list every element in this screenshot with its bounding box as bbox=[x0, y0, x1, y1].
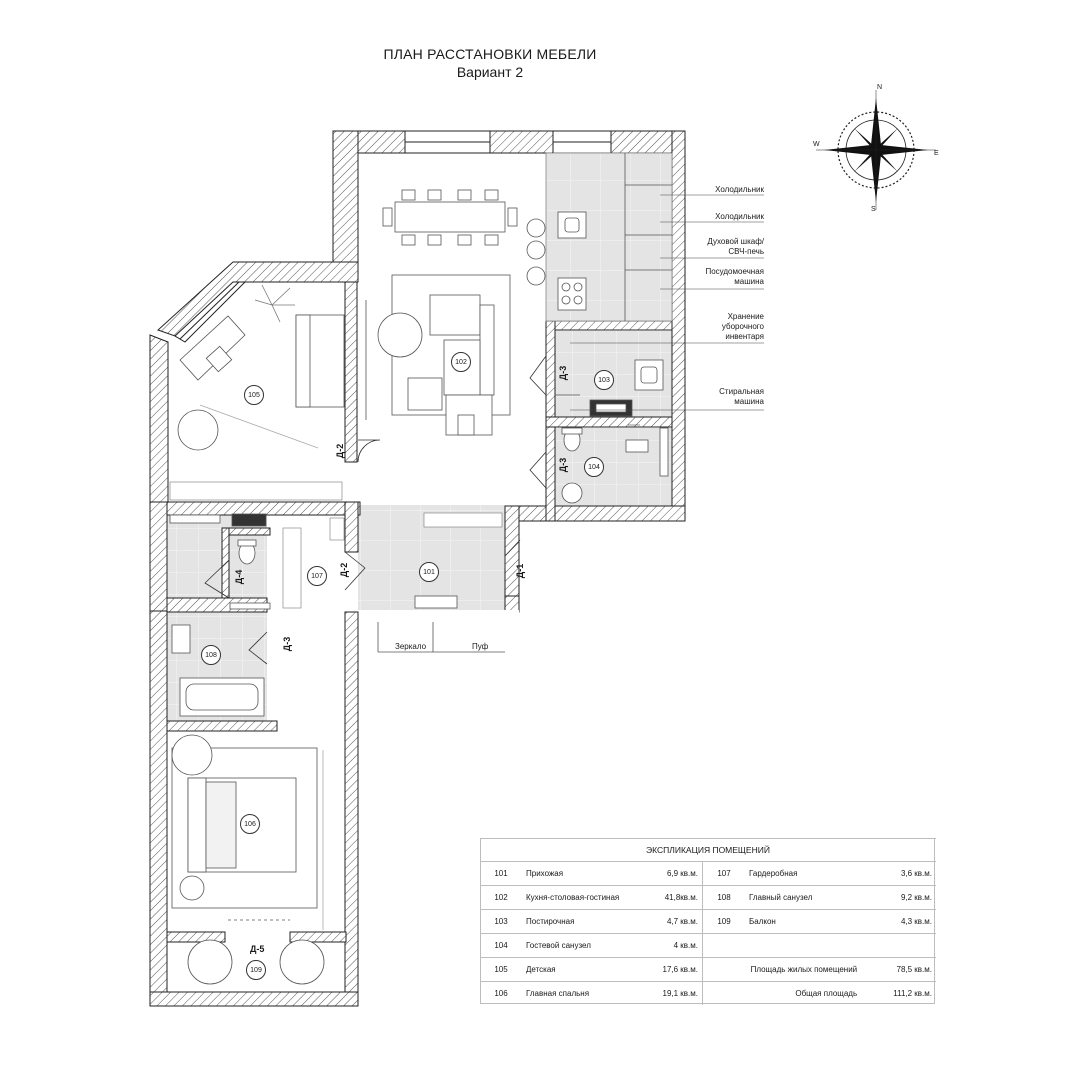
room-num-cell: 102 bbox=[480, 885, 522, 910]
living-furniture bbox=[365, 274, 511, 436]
table-row: 106 Главная спальня 19,1 кв.м. Общая пло… bbox=[480, 981, 936, 1005]
room-name-cell: Главная спальня bbox=[522, 981, 650, 1005]
room-number-106: 106 bbox=[240, 814, 260, 834]
room-name-cell: Балкон bbox=[745, 909, 862, 934]
door-label-d2-kids: Д-2 bbox=[335, 443, 346, 459]
door-label-d4: Д-4 bbox=[234, 569, 245, 585]
table-row: 105 Детская 17,6 кв.м. Площадь жилых пом… bbox=[480, 957, 936, 982]
total-area-label: Общая площадь bbox=[702, 981, 862, 1005]
laundry-fixtures bbox=[555, 359, 664, 417]
room-area-cell: 41,8кв.м. bbox=[650, 885, 703, 910]
door-label-d5: Д-5 bbox=[250, 944, 265, 954]
compass-rose-icon bbox=[816, 90, 936, 210]
annotation-mirror: Зеркало bbox=[395, 642, 427, 651]
room-area-cell: 17,6 кв.м. bbox=[650, 957, 703, 982]
room-area-cell: 4 кв.м. bbox=[650, 933, 703, 958]
compass-south-label: S bbox=[871, 206, 876, 213]
door-label-d3-bathroom: Д-3 bbox=[282, 636, 293, 652]
room-number-104: 104 bbox=[584, 457, 604, 477]
annotation-oven: Духовой шкаф/ СВЧ-печь bbox=[707, 237, 764, 256]
room-num-cell: 109 bbox=[702, 909, 745, 934]
room-num-cell: 108 bbox=[702, 885, 745, 910]
room-number-108: 108 bbox=[201, 645, 221, 665]
bathroom-fixtures bbox=[169, 513, 271, 717]
room-name-cell: Постирочная bbox=[522, 909, 650, 934]
bedroom-furniture bbox=[171, 734, 324, 930]
total-area-value: 111,2 кв.м. bbox=[861, 981, 936, 1005]
guest-bath-fixtures bbox=[561, 427, 669, 504]
page-subtitle: Вариант 2 bbox=[456, 64, 524, 80]
room-area-cell: 9,2 кв.м. bbox=[861, 885, 936, 910]
wardrobe-strips bbox=[169, 481, 503, 609]
living-area-value: 78,5 кв.м. bbox=[861, 957, 936, 982]
door-label-d3-laundry: Д-3 bbox=[558, 365, 569, 381]
room-area-cell: 6,9 кв.м. bbox=[650, 861, 703, 886]
room-number-103: 103 bbox=[594, 370, 614, 390]
room-area-cell: 4,3 кв.м. bbox=[861, 909, 936, 934]
balcony-furniture bbox=[187, 919, 325, 985]
room-num-cell: 101 bbox=[480, 861, 522, 886]
door-label-d3-guest-bath: Д-3 bbox=[558, 457, 569, 473]
door-label-d2-wardrobe: Д-2 bbox=[339, 562, 350, 578]
annotation-washer: Стиральная машина bbox=[719, 387, 764, 406]
annotation-storage: Хранение уборочного инвентаря bbox=[721, 312, 764, 341]
kitchen-fixtures bbox=[526, 152, 673, 322]
room-num-cell: 103 bbox=[480, 909, 522, 934]
compass-north-label: N bbox=[877, 84, 883, 91]
room-name-cell: Кухня-столовая-гостиная bbox=[522, 885, 650, 910]
room-name-cell: Главный санузел bbox=[745, 885, 862, 910]
explication-header: ЭКСПЛИКАЦИЯ ПОМЕЩЕНИЙ bbox=[480, 838, 936, 862]
room-num-cell: 107 bbox=[702, 861, 745, 886]
kids-room-furniture bbox=[177, 284, 345, 451]
room-name-cell: Детская bbox=[522, 957, 650, 982]
room-num-cell: 104 bbox=[480, 933, 522, 958]
room-number-101: 101 bbox=[419, 562, 439, 582]
room-area-cell: 4,7 кв.м. bbox=[650, 909, 703, 934]
explication-table: ЭКСПЛИКАЦИЯ ПОМЕЩЕНИЙ 101 Прихожая 6,9 к… bbox=[480, 838, 936, 1005]
walls bbox=[149, 130, 686, 1007]
windows bbox=[174, 130, 612, 343]
table-row: 102 Кухня-столовая-гостиная 41,8кв.м. 10… bbox=[480, 885, 936, 910]
empty-cell bbox=[745, 933, 862, 958]
empty-cell bbox=[861, 933, 936, 958]
room-area-cell: 3,6 кв.м. bbox=[861, 861, 936, 886]
living-area-label: Площадь жилых помещений bbox=[702, 957, 862, 982]
room-num-cell: 105 bbox=[480, 957, 522, 982]
table-row: 101 Прихожая 6,9 кв.м. 107 Гардеробная 3… bbox=[480, 861, 936, 886]
table-row: 103 Постирочная 4,7 кв.м. 109 Балкон 4,3… bbox=[480, 909, 936, 934]
annotation-fridge-2: Холодильник bbox=[715, 212, 764, 221]
table-row: 104 Гостевой санузел 4 кв.м. bbox=[480, 933, 936, 958]
annotation-pouf: Пуф bbox=[472, 642, 489, 651]
door-label-d1: Д-1 bbox=[515, 563, 526, 579]
room-name-cell: Гардеробная bbox=[745, 861, 862, 886]
annotation-dishwasher: Посудомоечная машина bbox=[705, 267, 764, 286]
room-number-109: 109 bbox=[246, 960, 266, 980]
room-number-105: 105 bbox=[244, 385, 264, 405]
room-number-102: 102 bbox=[451, 352, 471, 372]
compass-east-label: E bbox=[934, 150, 939, 157]
door-swings bbox=[204, 355, 547, 665]
page-title: ПЛАН РАССТАНОВКИ МЕБЕЛИ bbox=[383, 46, 597, 62]
room-name-cell: Прихожая bbox=[522, 861, 650, 886]
room-name-cell: Гостевой санузел bbox=[522, 933, 650, 958]
annotation-leaders bbox=[570, 194, 764, 426]
room-num-cell: 106 bbox=[480, 981, 522, 1005]
empty-cell bbox=[702, 933, 745, 958]
hall-fixtures bbox=[377, 595, 505, 653]
annotation-fridge-1: Холодильник bbox=[715, 185, 764, 194]
compass-west-label: W bbox=[813, 141, 820, 148]
room-area-cell: 19,1 кв.м. bbox=[650, 981, 703, 1005]
room-number-107: 107 bbox=[307, 566, 327, 586]
explication-header-row: ЭКСПЛИКАЦИЯ ПОМЕЩЕНИЙ bbox=[480, 838, 936, 862]
dining-set bbox=[382, 189, 518, 246]
